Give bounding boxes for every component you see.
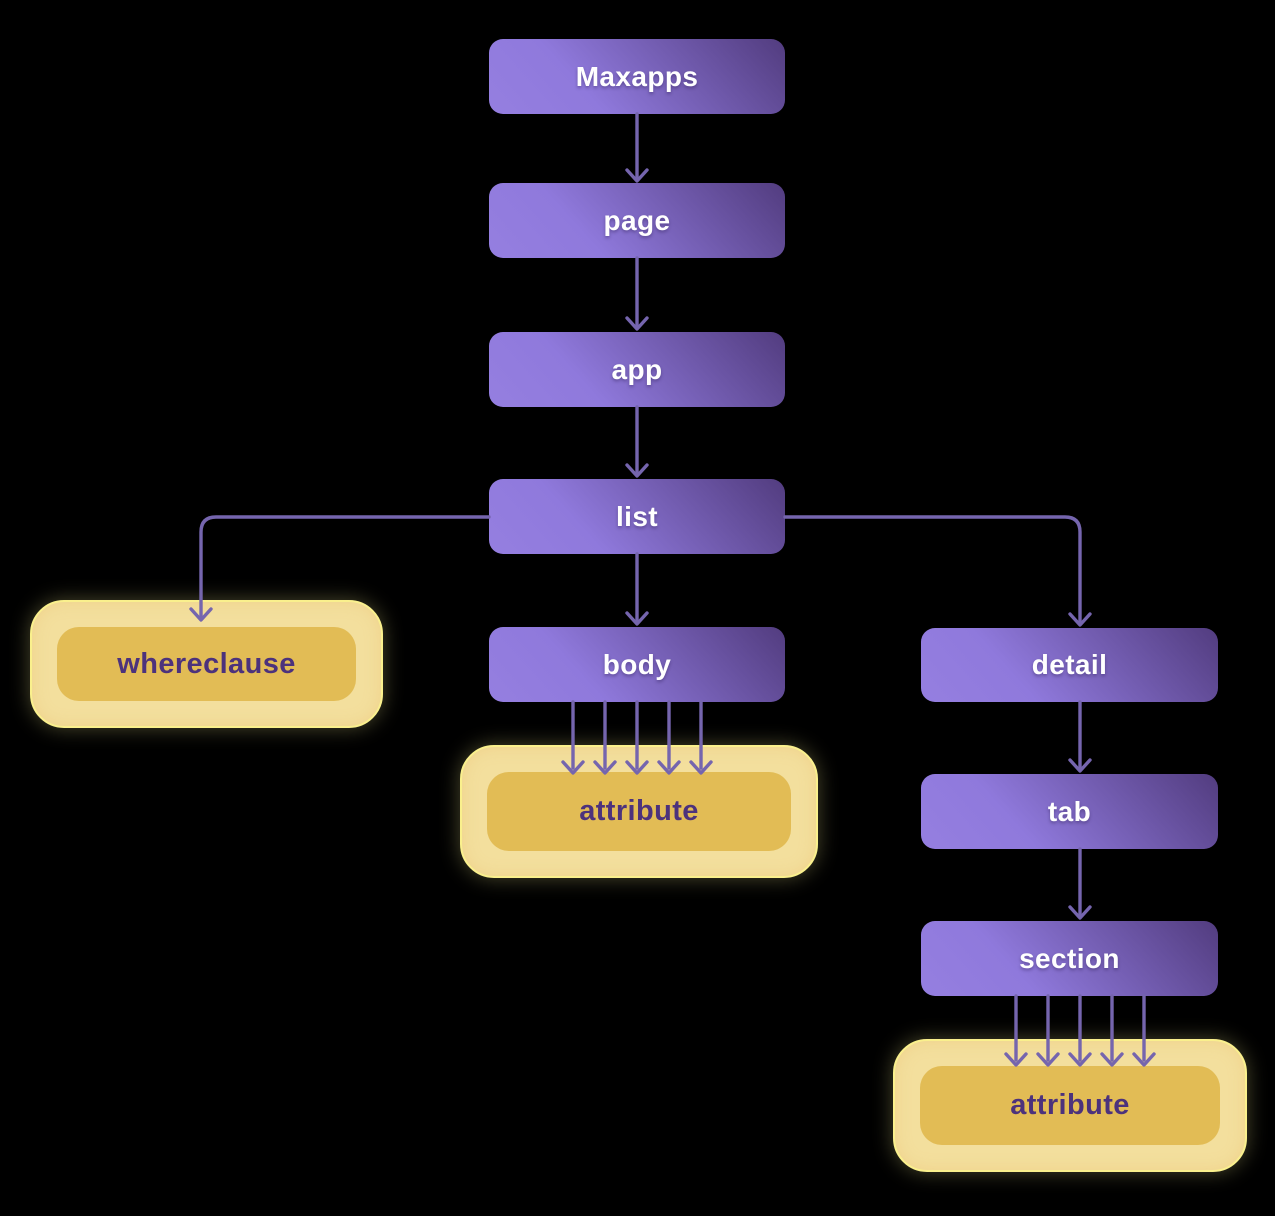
node-list: list xyxy=(489,479,785,554)
edge-app-list-arrowhead-icon xyxy=(625,463,649,478)
node-attribute-section: attribute xyxy=(893,1039,1247,1172)
edge-tab-section-arrowhead-icon xyxy=(1068,905,1092,920)
edge-detail-tab-arrowhead-icon xyxy=(1068,758,1092,773)
edge-list-detail-line xyxy=(783,515,1082,624)
node-maxapps: Maxapps xyxy=(489,39,785,114)
node-tab-label: tab xyxy=(1047,795,1092,827)
node-detail: detail xyxy=(921,628,1218,702)
edge-list-detail-arrowhead-icon xyxy=(1068,612,1092,627)
node-attribute-section-label: attribute xyxy=(1010,1089,1130,1121)
node-whereclause: whereclause xyxy=(30,600,383,728)
node-app-label: app xyxy=(611,353,663,385)
node-page: page xyxy=(489,183,785,258)
edge-maxapps-page-arrowhead-icon xyxy=(625,168,649,183)
node-section-label: section xyxy=(1019,942,1120,974)
node-list-label: list xyxy=(615,500,659,532)
node-attribute-body: attribute xyxy=(460,745,818,878)
edge-list-body-arrowhead-icon xyxy=(625,611,649,626)
node-page-label: page xyxy=(603,204,671,236)
node-attribute-section-inner: attribute xyxy=(920,1066,1220,1145)
node-whereclause-inner: whereclause xyxy=(57,627,356,701)
edge-page-app-arrowhead-icon xyxy=(625,316,649,331)
node-app: app xyxy=(489,332,785,407)
node-tab: tab xyxy=(921,774,1218,849)
node-detail-label: detail xyxy=(1031,649,1108,680)
node-attribute-body-label: attribute xyxy=(579,795,699,827)
node-body-label: body xyxy=(602,648,672,680)
node-attribute-body-inner: attribute xyxy=(487,772,791,851)
node-whereclause-label: whereclause xyxy=(117,647,296,680)
node-maxapps-label: Maxapps xyxy=(575,60,699,92)
node-section: section xyxy=(921,921,1218,996)
node-body: body xyxy=(489,627,785,702)
